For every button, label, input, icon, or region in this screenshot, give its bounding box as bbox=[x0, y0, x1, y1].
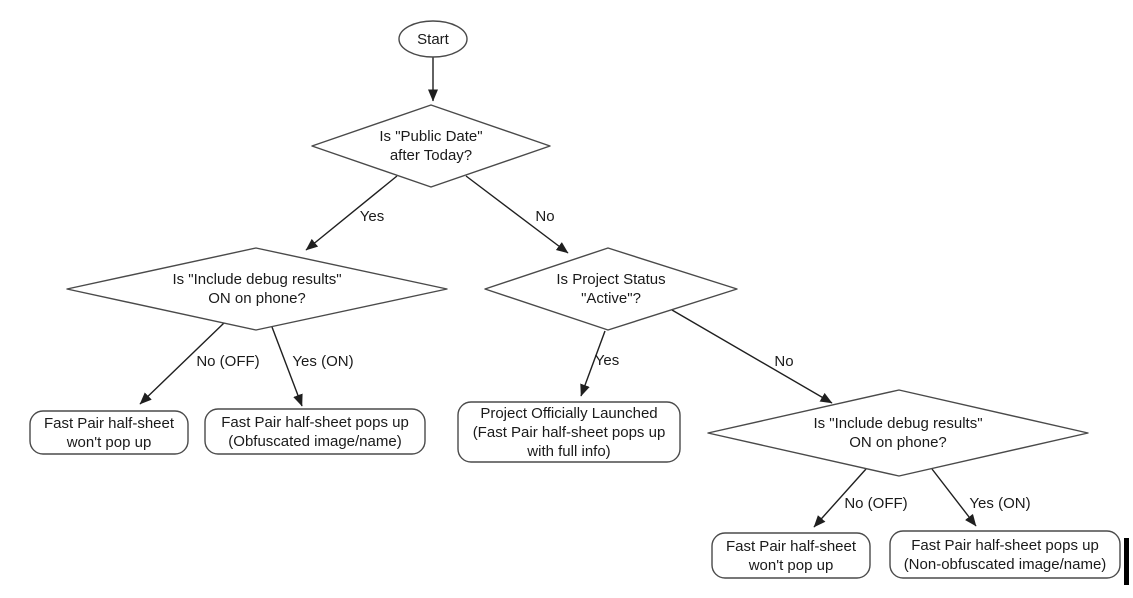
decision-status-shape bbox=[484, 247, 738, 331]
text-cursor-artifact bbox=[1124, 538, 1129, 585]
decision-public-date-label: Is "Public Date" after Today? bbox=[379, 128, 483, 164]
outcome-non-obfuscated-shape bbox=[889, 530, 1121, 579]
outcome-non-obfuscated-label: Fast Pair half-sheet pops up (Non-obfusc… bbox=[903, 536, 1107, 573]
outcome-no-popup-left-label: Fast Pair half-sheet won't pop up bbox=[43, 414, 175, 451]
edge-label-debug-left-no-off: No (OFF) bbox=[196, 353, 260, 370]
decision-debug-right-label: Is "Include debug results" ON on phone? bbox=[813, 415, 983, 451]
decision-debug-right-shape bbox=[707, 389, 1089, 477]
edge-label-status-no: No bbox=[774, 353, 794, 370]
edge-public-date-no bbox=[465, 175, 569, 254]
edge-status-yes bbox=[580, 330, 606, 397]
edge-label-public-date-no: No bbox=[535, 208, 555, 225]
decision-status-label: Is Project Status "Active"? bbox=[556, 271, 666, 307]
decision-debug-left-label: Is "Include debug results" ON on phone? bbox=[172, 271, 342, 307]
edge-status-no bbox=[671, 309, 833, 404]
edge-debug-right-no-off bbox=[813, 468, 867, 528]
edge-debug-right-yes-on bbox=[931, 468, 977, 527]
edge-debug-left-no-off bbox=[139, 322, 225, 405]
start-node-shape bbox=[398, 20, 468, 58]
outcome-obfuscated-shape bbox=[204, 408, 426, 455]
outcome-no-popup-right-label: Fast Pair half-sheet won't pop up bbox=[725, 537, 857, 574]
decision-public-date-shape bbox=[311, 104, 551, 188]
outcome-launched-shape bbox=[457, 401, 681, 463]
edge-label-debug-right-yes-on: Yes (ON) bbox=[969, 495, 1031, 512]
edge-label-debug-left-yes-on: Yes (ON) bbox=[292, 353, 354, 370]
outcome-no-popup-right-shape bbox=[711, 532, 871, 579]
outcome-obfuscated-label: Fast Pair half-sheet pops up (Obfuscated… bbox=[221, 413, 409, 450]
edge-debug-left-yes-on bbox=[271, 326, 303, 407]
start-node-label: Start bbox=[417, 30, 449, 48]
outcome-no-popup-left-shape bbox=[29, 410, 189, 455]
outcome-launched-label: Project Officially Launched (Fast Pair h… bbox=[472, 404, 666, 460]
decision-debug-left-shape bbox=[66, 247, 448, 331]
edge-label-debug-right-no-off: No (OFF) bbox=[844, 495, 908, 512]
edge-label-public-date-yes: Yes bbox=[359, 208, 385, 225]
edge-label-status-yes: Yes bbox=[594, 352, 620, 369]
edge-public-date-yes bbox=[305, 175, 398, 251]
